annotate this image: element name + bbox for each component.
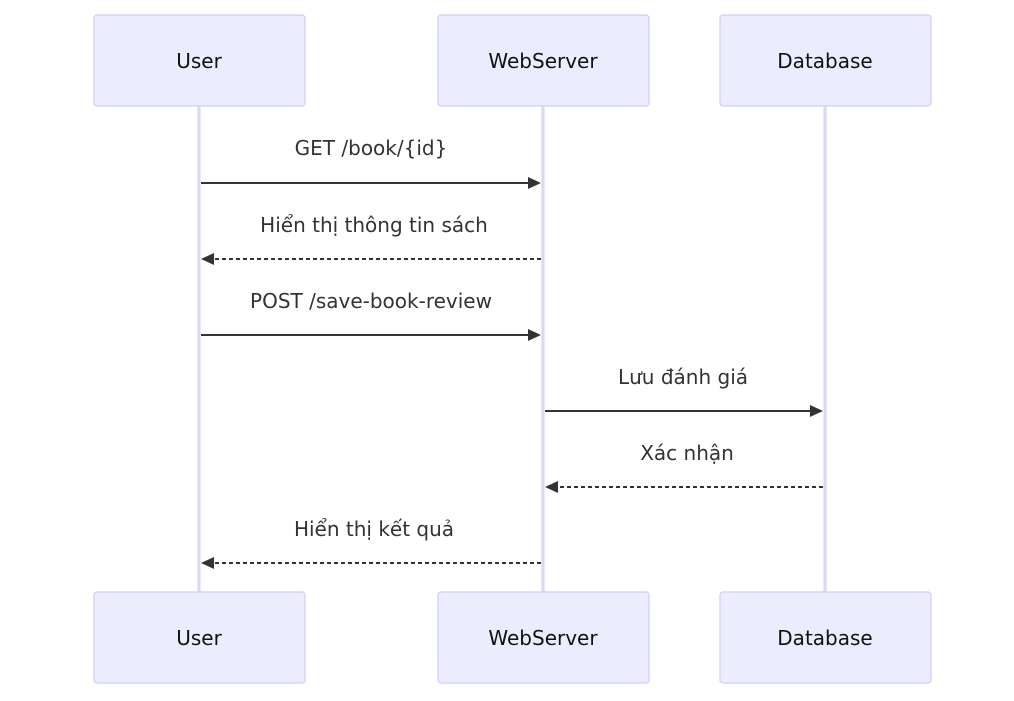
message-confirm: Xác nhận <box>545 441 823 493</box>
message-label: Xác nhận <box>640 441 734 465</box>
arrowhead-left <box>201 557 214 569</box>
actor-label: User <box>176 626 222 650</box>
actor-top-database: Database <box>719 14 932 107</box>
actor-bottom-webserver: WebServer <box>437 591 650 684</box>
message-show-result: Hiển thị kết quả <box>201 517 541 569</box>
arrowhead-right <box>810 405 823 417</box>
message-label: GET /book/{id} <box>295 136 448 160</box>
actor-bottom-user: User <box>93 591 306 684</box>
actor-label: WebServer <box>488 49 598 73</box>
actor-top-user: User <box>93 14 306 107</box>
message-label: Hiển thị kết quả <box>294 517 454 541</box>
message-label: Hiển thị thông tin sách <box>260 213 488 237</box>
arrowhead-right <box>528 329 541 341</box>
arrowhead-left <box>201 253 214 265</box>
message-save-review: Lưu đánh giá <box>545 365 823 417</box>
message-label: Lưu đánh giá <box>618 365 748 389</box>
actor-top-webserver: WebServer <box>437 14 650 107</box>
message-label: POST /save-book-review <box>250 289 492 313</box>
actor-label: Database <box>777 626 872 650</box>
message-get-book: GET /book/{id} <box>201 136 541 189</box>
actor-bottom-database: Database <box>719 591 932 684</box>
actor-label: WebServer <box>488 626 598 650</box>
message-post-review: POST /save-book-review <box>201 289 541 341</box>
actor-label: Database <box>777 49 872 73</box>
arrowhead-right <box>528 177 541 189</box>
message-show-book-info: Hiển thị thông tin sách <box>201 213 541 265</box>
arrowhead-left <box>545 481 558 493</box>
actor-label: User <box>176 49 222 73</box>
